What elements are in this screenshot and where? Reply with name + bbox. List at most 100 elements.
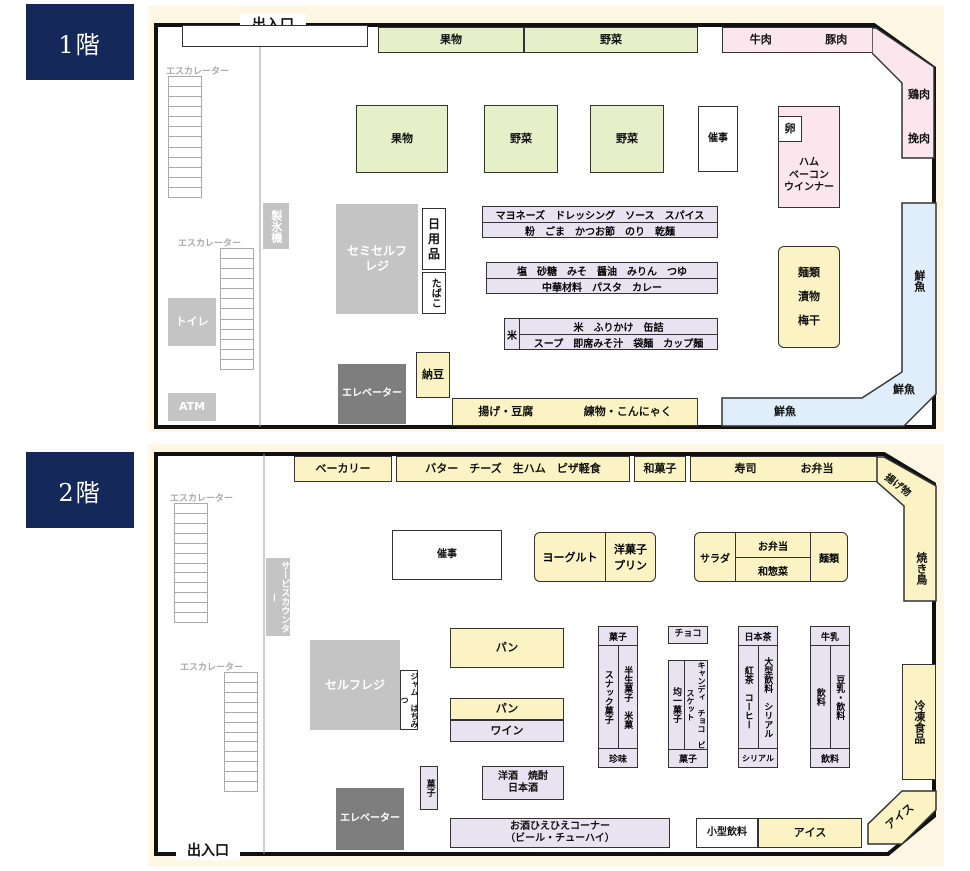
shelf3-side: 米: [505, 319, 520, 349]
floor1-fried-tofu-nerimono: 揚げ・豆腐 練物・こんにゃく: [452, 398, 698, 426]
floor2-pan1: パン: [450, 628, 564, 668]
floor2-salad-bento: サラダ お弁当 和惣菜 麺類: [694, 532, 848, 582]
floor2-small-drink: 小型飲料: [696, 818, 758, 848]
yogashi-label: 洋菓子 プリン: [614, 543, 647, 572]
floor2-ice-corner-shape: [867, 790, 937, 845]
floor1-escalator-mid[interactable]: [220, 248, 254, 370]
floor1-fruit-top: 果物: [378, 27, 524, 53]
pork-label: 豚肉: [825, 33, 848, 47]
floor1-semiself-register: セミセルフ レジ: [336, 204, 418, 314]
floor1-minced: 挽肉: [908, 132, 930, 146]
col1-top: 菓子: [599, 627, 637, 646]
floor1-atm[interactable]: ATM: [168, 393, 216, 421]
floor1-chicken: 鶏肉: [908, 88, 930, 102]
floor2-yakitori: 焼き鳥: [914, 551, 928, 585]
fried-tofu-label: 揚げ・豆腐: [478, 405, 534, 419]
floor1-ice-machine: 製氷機: [263, 203, 289, 249]
floor2-kashi-small: 菓子: [420, 766, 438, 810]
floor2-wine: ワイン: [450, 720, 564, 742]
floor2-service-counter[interactable]: サービスカウンター: [266, 558, 290, 636]
col2-bottom: 菓子: [678, 755, 697, 765]
col4-right: 豆乳・飲料: [834, 674, 845, 720]
floor2-pan2: パン: [450, 698, 564, 720]
col3-top: 日本茶: [739, 627, 777, 646]
floor2-bakery: ベーカリー: [294, 456, 392, 482]
floor1-beef-pork: 牛肉 豚肉: [722, 27, 874, 53]
floor2-shelf-col4: 牛乳 飲料 豆乳・飲料 飲料: [810, 626, 850, 768]
floor1-escalator-mid-label: エスカレーター: [178, 239, 242, 249]
floor2-shelf-col2: 均一菓子 キャンディ チョコ ビスケット 菓子: [668, 660, 708, 768]
floor1-island-fruit: 果物: [356, 105, 448, 173]
floor2-deli-corner: [876, 456, 937, 602]
bento-label: お弁当: [736, 533, 810, 558]
col3-right: 大型飲料 シリアル: [762, 656, 773, 738]
col1-left: スナック菓子: [599, 646, 619, 748]
shelf2-top: 塩 砂糖 みそ 醤油 みりん つゆ: [487, 263, 717, 279]
col1-bottom: 珍味: [608, 754, 627, 765]
floor1-toilet[interactable]: トイレ: [168, 298, 216, 346]
floor1-shelf3: 米 米 ふりかけ 缶詰 スープ 即席みそ汁 袋麺 カップ麺: [504, 318, 718, 350]
floor2-yoshu: 洋酒 焼酎 日本酒: [482, 766, 564, 800]
col2-right: キャンディ チョコ ビスケット: [686, 661, 706, 749]
floor2-escalator-mid-label: エスカレーター: [180, 663, 244, 673]
floor1-shelf1: マヨネーズ ドレッシング ソース スパイス 粉 ごま かつお節 のり 乾麺: [482, 206, 718, 238]
souzai-label: 和惣菜: [758, 566, 788, 578]
floor1-natto: 納豆: [416, 352, 450, 398]
floor1-event: 催事: [698, 106, 738, 172]
beef-label: 牛肉: [749, 33, 772, 47]
floor1-escalator-top[interactable]: [168, 76, 202, 198]
floor1-fish-area: [721, 202, 937, 427]
floor2-event: 催事: [392, 530, 502, 580]
col4-bottom: 飲料: [820, 754, 839, 765]
menrui-label: 麺類: [819, 553, 839, 565]
shelf1-bottom: 粉 ごま かつお節 のり 乾麺: [525, 227, 675, 238]
floor2-jam-honey: ジャム はちみつ: [400, 670, 419, 730]
floor2-shelf-col1: 菓子 スナック菓子 半生菓子 米菓 珍味: [598, 626, 638, 768]
floor2-wagashi: 和菓子: [634, 456, 686, 482]
floor1-fish-right: 鮮魚: [912, 270, 926, 292]
floor2-ice: アイス: [758, 818, 862, 848]
floor1-daily-goods: 日 用 品: [422, 208, 446, 270]
floor2-escalator-top[interactable]: [174, 503, 208, 624]
floor1-veg-top: 野菜: [524, 27, 698, 53]
floor2-elevator[interactable]: エレベーター: [336, 788, 404, 850]
floor2-shelf-col3: 日本茶 紅茶 コーヒー 大型飲料 シリアル シリアル: [738, 626, 778, 768]
floor1-shelf2: 塩 砂糖 みそ 醤油 みりん つゆ 中華材料 パスタ カレー: [486, 262, 718, 294]
col4-left: 飲料: [811, 646, 831, 748]
floor1-egg: 卵: [778, 116, 802, 142]
salad-label: サラダ: [695, 533, 736, 581]
nerimono-label: 練物・こんにゃく: [583, 405, 672, 419]
floor2-badge: 2階: [26, 452, 134, 528]
floor1-island-veg1: 野菜: [484, 105, 558, 173]
floor1-elevator[interactable]: エレベーター: [338, 364, 406, 424]
floor1-meat-corner: [872, 27, 935, 159]
floor2-self-register: セルフレジ: [310, 640, 400, 730]
col2-left: 均一菓子: [669, 661, 685, 749]
floor1-tobacco: たばこ: [422, 272, 446, 314]
floor1-fish-corner: 鮮魚: [893, 383, 915, 397]
floor2-escalator-top-label: エスカレーター: [170, 494, 234, 504]
col1-right: 半生菓子 米菓: [622, 665, 633, 729]
floor1-badge: 1階: [26, 4, 134, 80]
col3-bottom: シリアル: [742, 753, 774, 763]
floor1-noodles-pickles: 麺類 漬物 梅干: [778, 246, 840, 348]
floor2-osake-corner: お酒ひえひえコーナー （ビール・チューハイ）: [450, 818, 670, 848]
shelf3-top: 米 ふりかけ 缶詰: [520, 319, 717, 335]
floor2-sushi-bento: 寿司 お弁当: [690, 456, 878, 482]
floor2-escalator-mid[interactable]: [224, 672, 258, 793]
yogurt-label: ヨーグルト: [535, 533, 606, 581]
shelf1-top: マヨネーズ ドレッシング ソース スパイス: [483, 207, 717, 223]
shelf3-bottom: スープ 即席みそ汁 袋麺 カップ麺: [533, 338, 704, 350]
floor2-yogurt-yogashi: ヨーグルト 洋菓子 プリン: [534, 532, 656, 582]
floor1-fish-bottom: 鮮魚: [774, 405, 796, 419]
col3-left: 紅茶 コーヒー: [739, 646, 759, 748]
floor2-entrance[interactable]: 出入口: [176, 840, 240, 860]
floor1-escalator-top-label: エスカレーター: [166, 67, 230, 77]
floor2-frozen: 冷凍食品: [902, 664, 936, 780]
floor2-butter-cheese: バター チーズ 生ハム ピザ軽食: [396, 456, 630, 482]
col4-top: 牛乳: [811, 627, 849, 646]
floor1-island-veg2: 野菜: [590, 105, 664, 173]
shelf2-bottom: 中華材料 パスタ カレー: [542, 283, 662, 294]
floor2-choco-top: チョコ: [668, 626, 708, 644]
floor1-entrance-mat: [182, 25, 368, 47]
